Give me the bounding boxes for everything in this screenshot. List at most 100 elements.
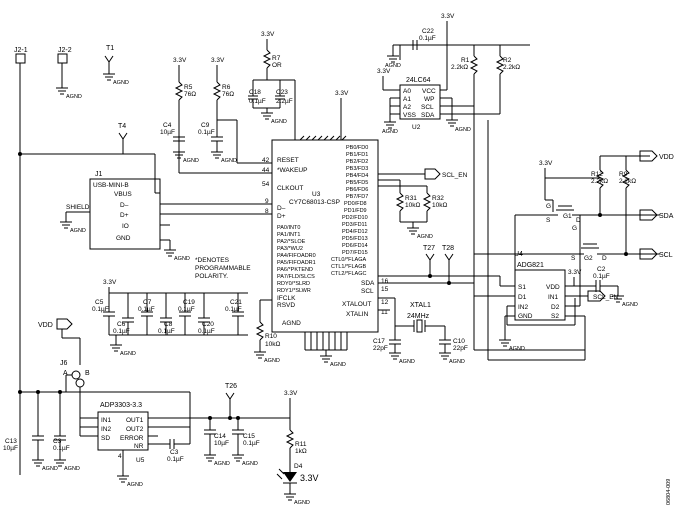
svg-text:PA7/FLD/SLCS: PA7/FLD/SLCS <box>277 274 315 280</box>
svg-text:AGND: AGND <box>294 500 310 506</box>
svg-text:D4: D4 <box>294 463 303 470</box>
svg-text:10kΩ: 10kΩ <box>265 341 280 348</box>
svg-text:44: 44 <box>262 167 270 174</box>
output-caps: T26 AGND C14 10µF AGND C15 0.1µF <box>204 383 260 467</box>
svg-text:*WAKEUP: *WAKEUP <box>277 167 307 174</box>
svg-text:AGND: AGND <box>417 234 433 240</box>
svg-text:PD3/FD11: PD3/FD11 <box>342 222 367 228</box>
svg-text:3.3V: 3.3V <box>441 13 455 20</box>
svg-text:3.3V: 3.3V <box>284 390 298 397</box>
svg-text:2.2kΩ: 2.2kΩ <box>451 64 468 71</box>
svg-text:10µF: 10µF <box>3 445 18 452</box>
r10: R10 10kΩ AGND <box>254 299 280 364</box>
svg-text:R11: R11 <box>295 441 307 448</box>
svg-text:PROGRAMMABLE: PROGRAMMABLE <box>195 265 251 272</box>
svg-text:POLARITY.: POLARITY. <box>195 273 228 280</box>
svg-text:D–: D– <box>277 205 286 212</box>
svg-text:PD7/FD15: PD7/FD15 <box>342 250 368 256</box>
r5-ref: R5 <box>184 84 193 91</box>
svg-text:PB0/FD0: PB0/FD0 <box>346 145 368 151</box>
scl-en-label: SCL_EN <box>442 172 468 179</box>
svg-text:D: D <box>602 255 607 262</box>
r5-value: 76Ω <box>184 91 196 98</box>
svg-text:PD5/FD13: PD5/FD13 <box>342 236 368 242</box>
svg-text:D–: D– <box>120 202 129 209</box>
svg-text:0.1µF: 0.1µF <box>243 440 260 447</box>
svg-text:IN2: IN2 <box>101 426 112 433</box>
svg-text:A1: A1 <box>403 96 411 103</box>
svg-text:C19: C19 <box>183 299 195 306</box>
svg-text:R31: R31 <box>405 195 417 202</box>
svg-text:10kΩ: 10kΩ <box>405 202 420 209</box>
svg-text:RSVD: RSVD <box>277 302 295 309</box>
svg-text:10µF: 10µF <box>160 129 175 136</box>
svg-text:CTL1/*FLAGB: CTL1/*FLAGB <box>331 264 366 270</box>
svg-text:3.3V: 3.3V <box>261 31 275 38</box>
svg-text:VBUS: VBUS <box>114 191 132 198</box>
svg-text:C2: C2 <box>597 266 606 273</box>
svg-text:24LC64: 24LC64 <box>406 77 431 84</box>
svg-text:0.1µF: 0.1µF <box>419 35 436 42</box>
svg-text:PA5/FIFOADR1: PA5/FIFOADR1 <box>277 260 316 266</box>
svg-text:IN2: IN2 <box>518 304 529 311</box>
svg-text:C22: C22 <box>422 28 434 35</box>
svg-text:PB3/FD3: PB3/FD3 <box>346 166 368 172</box>
svg-text:0.1µF: 0.1µF <box>249 98 266 105</box>
j2-1-label: J2-1 <box>14 47 28 54</box>
svg-text:2.2µF: 2.2µF <box>276 98 293 105</box>
svg-text:D+: D+ <box>277 213 286 220</box>
svg-text:3.3V: 3.3V <box>539 160 553 167</box>
svg-text:J6: J6 <box>60 360 68 367</box>
svg-text:11: 11 <box>381 309 388 316</box>
svg-text:S: S <box>546 217 551 224</box>
svg-text:RDY1/*SLWR: RDY1/*SLWR <box>277 288 311 294</box>
svg-text:J1: J1 <box>95 171 103 178</box>
svg-text:CLKOUT: CLKOUT <box>277 185 303 192</box>
svg-text:B: B <box>85 370 90 377</box>
svg-text:PB7/FD7: PB7/FD7 <box>346 194 368 200</box>
svg-text:C9: C9 <box>201 122 210 129</box>
svg-text:AGND: AGND <box>330 362 346 368</box>
svg-text:RDY0/*SLRD: RDY0/*SLRD <box>277 281 310 287</box>
svg-text:AGND: AGND <box>242 461 258 467</box>
svg-text:9: 9 <box>265 198 269 205</box>
svg-text:PD4/FD12: PD4/FD12 <box>342 229 368 235</box>
svg-text:C17: C17 <box>373 338 385 345</box>
svg-text:2.2kΩ: 2.2kΩ <box>503 64 520 71</box>
svg-text:SDA: SDA <box>421 112 435 119</box>
svg-text:T28: T28 <box>442 245 454 252</box>
svg-text:XTALIN: XTALIN <box>346 311 369 318</box>
decoupling-bank: 3.3V AGND C5 0.1µF C6 0.1µF C7 0.1µF C8 … <box>92 279 248 357</box>
power-led: 3.3V R11 1kΩ D4 3.3V AGND <box>276 390 319 506</box>
input-caps-c13-c3: AGND C13 10µF AGND C3 0.1µF <box>3 390 80 472</box>
polarity-note: *DENOTES PROGRAMMABLE POLARITY. <box>195 257 251 280</box>
svg-text:CTL2/*FLAGC: CTL2/*FLAGC <box>331 271 366 277</box>
svg-text:NR: NR <box>134 443 144 450</box>
svg-text:T27: T27 <box>423 245 435 252</box>
ic-u5-adp3303: ADP3303-3.3 IN1 IN2 SD OUT1 OUT2 ERROR N… <box>79 392 290 488</box>
svg-text:0.1µF: 0.1µF <box>198 129 215 136</box>
svg-text:PA6/*PKTEND: PA6/*PKTEND <box>277 267 313 273</box>
svg-text:3.3V: 3.3V <box>211 57 225 64</box>
svg-text:U5: U5 <box>136 457 145 464</box>
svg-text:CTL0/*FLAGA: CTL0/*FLAGA <box>331 257 366 263</box>
svg-text:R9: R9 <box>619 171 628 178</box>
svg-text:VSS: VSS <box>403 112 417 119</box>
svg-text:G1: G1 <box>563 213 572 220</box>
svg-text:D2: D2 <box>551 304 560 311</box>
svg-text:PA2/*SLOE: PA2/*SLOE <box>277 239 306 245</box>
svg-text:3.3V: 3.3V <box>568 269 582 276</box>
svg-text:PA1/INT1: PA1/INT1 <box>277 232 300 238</box>
svg-text:AGND: AGND <box>214 461 230 467</box>
r7-ref: R7 <box>272 55 281 62</box>
svg-text:SDA: SDA <box>659 213 674 220</box>
svg-text:C13: C13 <box>5 438 17 445</box>
svg-text:PB6/FD6: PB6/FD6 <box>346 187 368 193</box>
svg-text:PD2/FD10: PD2/FD10 <box>342 215 368 221</box>
svg-text:SCL: SCL <box>659 252 673 259</box>
svg-text:AGND: AGND <box>66 94 82 100</box>
svg-text:PD6/FD14: PD6/FD14 <box>342 243 368 249</box>
svg-text:IN1: IN1 <box>101 417 112 424</box>
svg-text:R10: R10 <box>265 333 277 340</box>
svg-text:IO: IO <box>122 223 129 230</box>
